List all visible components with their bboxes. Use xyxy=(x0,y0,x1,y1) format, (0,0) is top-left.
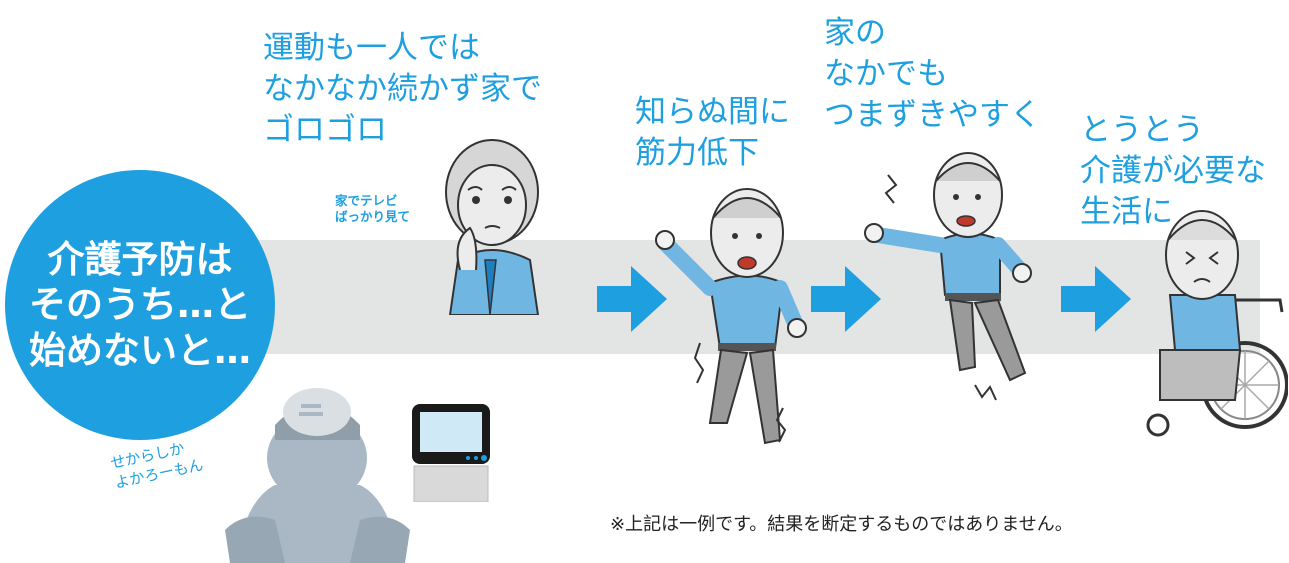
stage2-caption-line-2: 筋力低下 xyxy=(635,135,759,172)
stage1-caption: 運動も一人では なかなか続かず家で ゴロゴロ xyxy=(263,28,542,152)
headline-line-1: 介護予防は xyxy=(47,238,233,282)
stage2-caption: 知らぬ間に 筋力低下 xyxy=(635,92,790,174)
stage1-caption-line-1: 運動も一人では xyxy=(263,30,480,66)
stage4-caption-line-2: 介護が必要な xyxy=(1080,153,1266,190)
stage4-caption: とうとう 介護が必要な 生活に xyxy=(1080,110,1266,234)
stage4-caption-line-3: 生活に xyxy=(1080,194,1173,231)
weak-man-illustration xyxy=(655,188,807,445)
stage3-caption-line-3: つまずきやすく xyxy=(824,97,1041,134)
tv-icon xyxy=(412,404,490,502)
stage3-caption: 家の なかでも つまずきやすく xyxy=(824,13,1041,137)
stage1-caption-line-2: なかなか続かず家で xyxy=(263,71,542,108)
tv-note: 家でテレビ ばっかり見て xyxy=(335,193,410,224)
headline-circle: 介護予防は そのうち…と 始めないと… xyxy=(5,170,275,440)
arrow-right-icon xyxy=(811,266,881,332)
stage1-caption-line-3: ゴロゴロ xyxy=(263,112,387,149)
headline-line-2: そのうち…と xyxy=(29,283,251,327)
headline-line-3: 始めないと… xyxy=(29,328,251,372)
arrow-right-icon xyxy=(597,266,667,332)
disclaimer-note: ※上記は一例です。結果を断定するものではありません。 xyxy=(610,514,1073,535)
arrow-right-icon xyxy=(1061,266,1131,332)
stage2-caption-line-1: 知らぬ間に xyxy=(635,94,790,130)
stumbling-man-illustration xyxy=(864,152,1032,401)
stage3-caption-line-2: なかでも xyxy=(824,56,948,93)
thinking-woman-illustration xyxy=(445,139,540,315)
stage3-caption-line-1: 家の xyxy=(824,15,886,51)
wheelchair-icon xyxy=(1146,210,1288,437)
stage4-caption-line-1: とうとう xyxy=(1080,112,1204,148)
tv-note-line-2: ばっかり見て xyxy=(335,208,411,224)
sitting-man-illustration xyxy=(225,388,410,563)
tv-note-line-1: 家でテレビ xyxy=(335,193,398,208)
dialect-bubble: せからしか よかろーもん xyxy=(109,436,205,493)
